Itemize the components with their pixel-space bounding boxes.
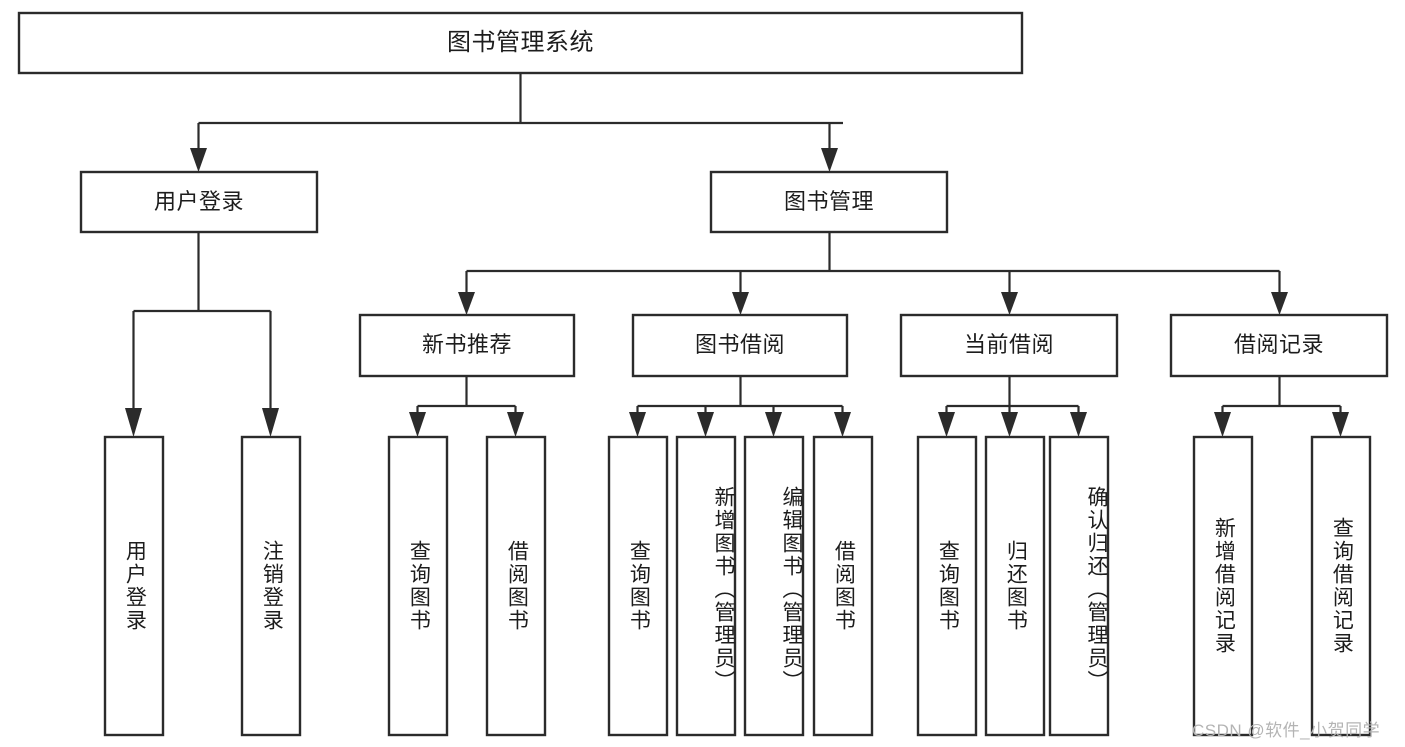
node-rect-current-borrow[interactable] [899, 313, 1119, 378]
connector-bookborrow-to-leaves [629, 376, 851, 437]
node-rect-leaf-query-record[interactable] [1310, 435, 1372, 737]
node-rect-book-borrow[interactable] [631, 313, 849, 378]
node-rect-new-book-rec[interactable] [358, 313, 576, 378]
connector-bookmanage-to-level3 [458, 232, 1288, 315]
connector-newbook-to-leaves [409, 376, 524, 437]
node-rect-leaf-confirm-return[interactable] [1048, 435, 1110, 737]
node-rect-leaf-return-book[interactable] [984, 435, 1046, 737]
node-rect-book-manage[interactable] [709, 170, 949, 234]
connector-currentborrow-to-leaves [938, 376, 1087, 437]
connector-borrowrecord-to-leaves [1214, 376, 1349, 437]
node-rect-leaf-user-logout[interactable] [240, 435, 302, 737]
node-rect-leaf-query-book-2[interactable] [607, 435, 669, 737]
node-rect-borrow-record[interactable] [1169, 313, 1389, 378]
connector-root-to-level2 [190, 74, 843, 172]
node-rect-leaf-add-record[interactable] [1192, 435, 1254, 737]
node-rect-leaf-borrow-book-2[interactable] [812, 435, 874, 737]
node-rect-leaf-add-book[interactable] [675, 435, 737, 737]
connector-booklogin-to-leaves [125, 232, 279, 437]
node-rect-leaf-edit-book[interactable] [743, 435, 805, 737]
node-rect-user-login[interactable] [79, 170, 319, 234]
node-rect-leaf-user-login[interactable] [103, 435, 165, 737]
node-rect-leaf-query-book-1[interactable] [387, 435, 449, 737]
node-rect-leaf-borrow-book-1[interactable] [485, 435, 547, 737]
node-rect-root[interactable] [17, 11, 1024, 75]
node-rect-leaf-query-book-3[interactable] [916, 435, 978, 737]
